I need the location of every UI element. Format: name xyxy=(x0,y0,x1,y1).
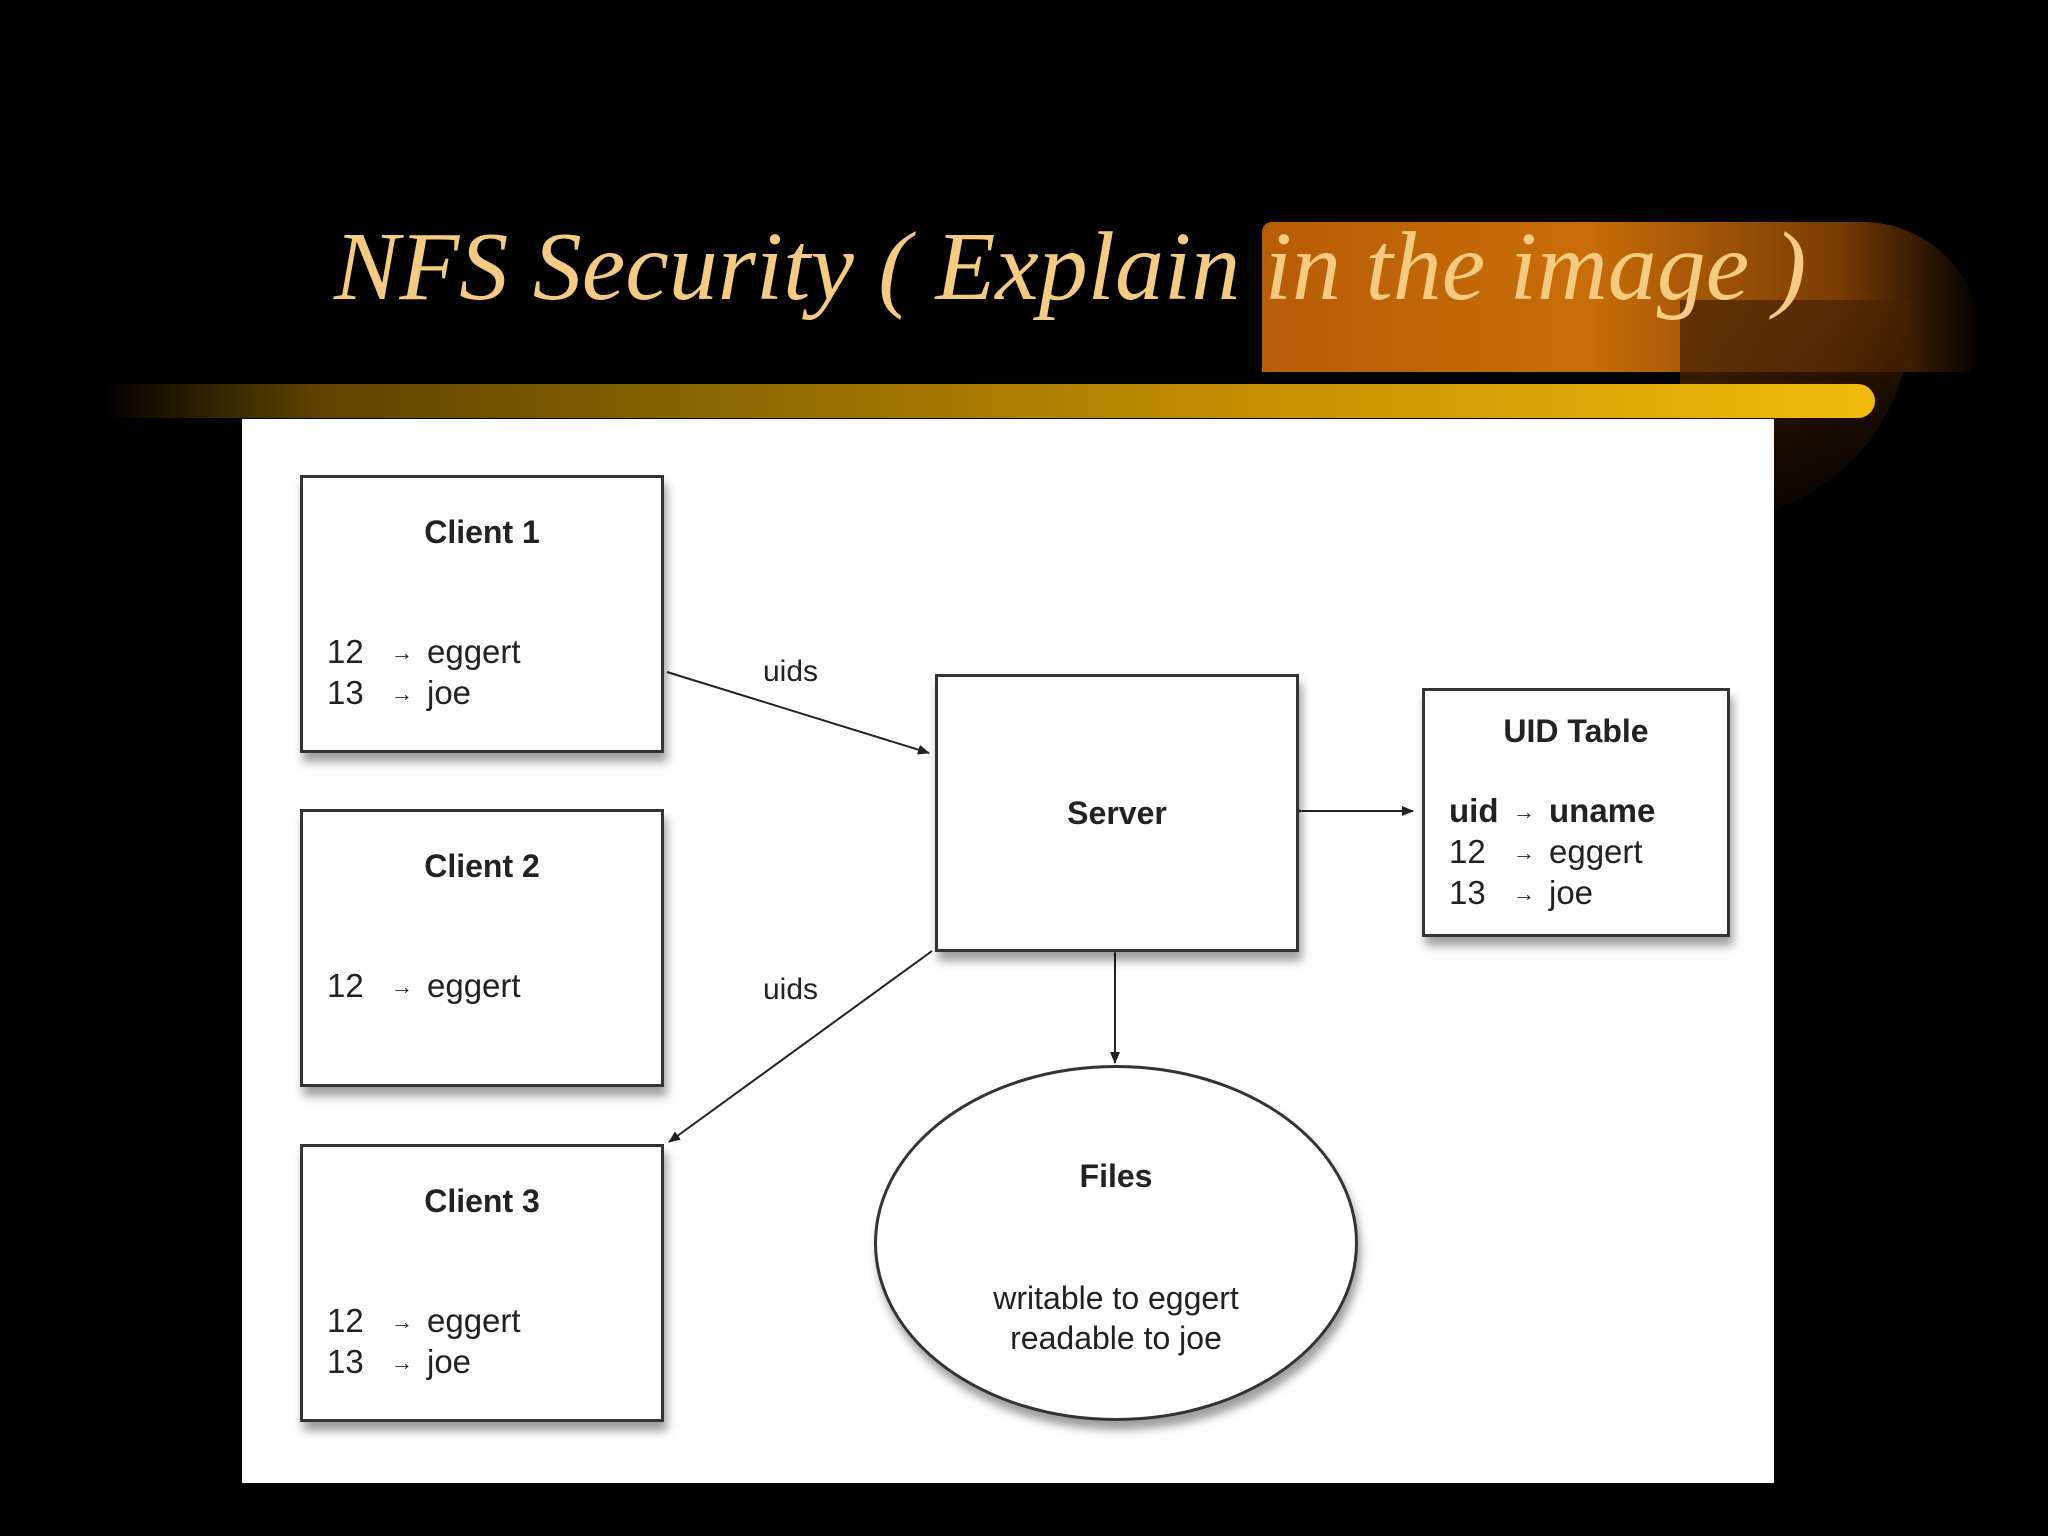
files-permission-read: readable to joe xyxy=(1010,1320,1222,1356)
arrow-right-icon: → xyxy=(391,1350,413,1375)
uid-table-title: UID Table xyxy=(1503,713,1649,749)
uid-table-header: uid→uname xyxy=(1449,791,1655,832)
client-2-mappings: 12→eggert xyxy=(327,966,521,1007)
slide-title: NFS Security ( Explain in the image ) xyxy=(334,213,1807,321)
server-title: Server xyxy=(1067,795,1167,831)
mapping-row: 12→eggert xyxy=(327,1301,521,1342)
arrow-right-icon: → xyxy=(1513,799,1535,824)
files-title: Files xyxy=(1079,1158,1153,1194)
uid-table-box: UID Table uid→uname 12→eggert 13→joe xyxy=(1422,688,1730,937)
client-3-mappings: 12→eggert 13→joe xyxy=(327,1301,521,1383)
uid-table-row: 12→eggert xyxy=(1449,832,1655,873)
arrow-right-icon: → xyxy=(391,1309,413,1334)
edge-label-uids-bottom: uids xyxy=(763,973,819,1006)
files-description: writable to eggert readable to joe xyxy=(877,1278,1355,1358)
diagram-panel: Client 1 12→eggert 13→joe Client 2 12→eg… xyxy=(242,419,1774,1483)
mapping-row: 12→eggert xyxy=(327,632,521,673)
client-3-title: Client 3 xyxy=(424,1183,540,1219)
client-2-title: Client 2 xyxy=(424,848,540,884)
arrow-right-icon: → xyxy=(1513,840,1535,865)
arrow-right-icon: → xyxy=(391,681,413,706)
client-1-title: Client 1 xyxy=(424,514,540,550)
files-ellipse: Files writable to eggert readable to joe xyxy=(874,1065,1358,1421)
uid-table-rows: uid→uname 12→eggert 13→joe xyxy=(1449,791,1655,914)
edge-label-uids-top: uids xyxy=(763,655,819,688)
diagram-connectors xyxy=(666,671,1414,1143)
mapping-row: 13→joe xyxy=(327,1342,521,1383)
title-underline-bar xyxy=(100,384,1875,418)
arrow-right-icon: → xyxy=(391,640,413,665)
client-2-box: Client 2 12→eggert xyxy=(300,809,664,1087)
arrow-right-icon: → xyxy=(391,974,413,999)
client-1-box: Client 1 12→eggert 13→joe xyxy=(300,475,664,753)
arrow-right-icon: → xyxy=(1513,881,1535,906)
mapping-row: 13→joe xyxy=(327,673,521,714)
uid-table-row: 13→joe xyxy=(1449,873,1655,914)
edge-server-to-client3 xyxy=(668,950,933,1143)
edge-client1-to-server xyxy=(666,671,930,755)
server-box: Server xyxy=(935,674,1299,952)
mapping-row: 12→eggert xyxy=(327,966,521,1007)
client-3-box: Client 3 12→eggert 13→joe xyxy=(300,1144,664,1422)
files-permission-write: writable to eggert xyxy=(993,1280,1239,1316)
client-1-mappings: 12→eggert 13→joe xyxy=(327,632,521,714)
